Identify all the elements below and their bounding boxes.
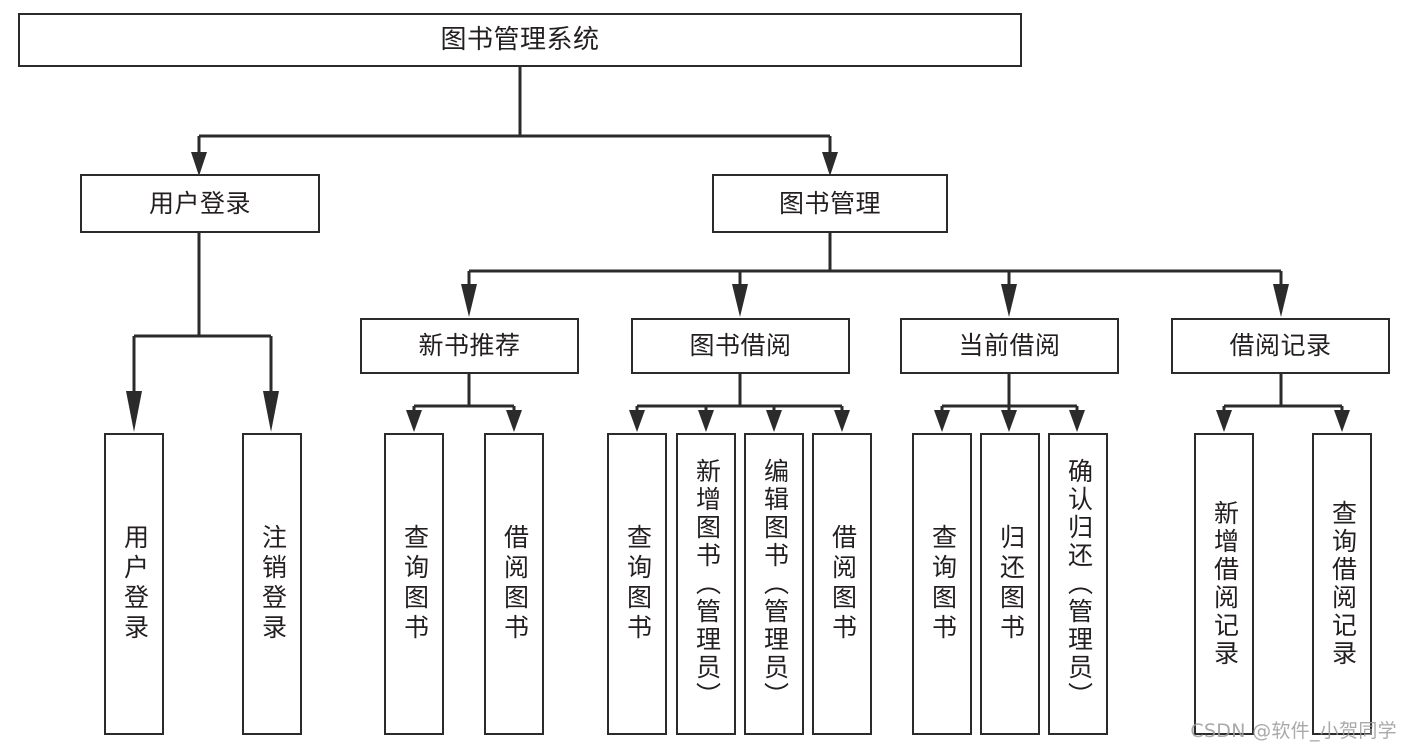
leaf-query-book-current[interactable]: 查询图书 xyxy=(912,433,972,735)
node-borrow-record[interactable]: 借阅记录 xyxy=(1171,318,1390,374)
node-label: 查询借阅记录 xyxy=(1328,500,1358,668)
node-label: 新书推荐 xyxy=(418,331,521,361)
node-label: 新增借阅记录 xyxy=(1210,500,1240,668)
node-label: 当前借阅 xyxy=(958,331,1061,361)
leaf-user-login[interactable]: 用户登录 xyxy=(104,433,164,735)
node-label: 图书管理 xyxy=(778,188,881,218)
node-label: 确认归还（管理员） xyxy=(1064,458,1094,710)
leaf-add-borrow-record[interactable]: 新增借阅记录 xyxy=(1194,433,1254,735)
node-label: 图书管理系统 xyxy=(440,24,600,55)
node-label: 归还图书 xyxy=(996,524,1026,644)
node-label: 查询图书 xyxy=(928,524,958,644)
leaf-borrow-book-recommend[interactable]: 借阅图书 xyxy=(484,433,544,735)
leaf-borrow-book[interactable]: 借阅图书 xyxy=(812,433,872,735)
node-label: 借阅图书 xyxy=(828,524,858,644)
node-label: 图书借阅 xyxy=(689,331,792,361)
leaf-query-book-borrow[interactable]: 查询图书 xyxy=(607,433,667,735)
node-label: 查询图书 xyxy=(623,524,653,644)
leaf-query-borrow-record[interactable]: 查询借阅记录 xyxy=(1312,433,1372,735)
node-book-management[interactable]: 图书管理 xyxy=(712,174,948,233)
node-new-book-recommend[interactable]: 新书推荐 xyxy=(360,318,579,374)
node-label: 借阅图书 xyxy=(500,524,530,644)
node-book-borrow[interactable]: 图书借阅 xyxy=(631,318,850,374)
node-user-login[interactable]: 用户登录 xyxy=(80,174,320,233)
leaf-edit-book-admin[interactable]: 编辑图书（管理员） xyxy=(744,433,804,735)
node-root-book-management-system[interactable]: 图书管理系统 xyxy=(18,13,1022,67)
leaf-confirm-return-admin[interactable]: 确认归还（管理员） xyxy=(1048,433,1108,735)
node-label: 注销登录 xyxy=(258,524,288,644)
leaf-return-book[interactable]: 归还图书 xyxy=(980,433,1040,735)
node-current-borrow[interactable]: 当前借阅 xyxy=(900,318,1119,374)
node-label: 用户登录 xyxy=(120,524,150,644)
leaf-query-book-recommend[interactable]: 查询图书 xyxy=(384,433,444,735)
node-label: 新增图书（管理员） xyxy=(692,458,722,710)
node-label: 用户登录 xyxy=(148,188,251,218)
leaf-logout-login[interactable]: 注销登录 xyxy=(242,433,302,735)
node-label: 查询图书 xyxy=(400,524,430,644)
leaf-add-book-admin[interactable]: 新增图书（管理员） xyxy=(676,433,736,735)
node-label: 借阅记录 xyxy=(1229,331,1332,361)
watermark: CSDN @软件_小贺同学 xyxy=(1190,720,1397,742)
node-label: 编辑图书（管理员） xyxy=(760,458,790,710)
